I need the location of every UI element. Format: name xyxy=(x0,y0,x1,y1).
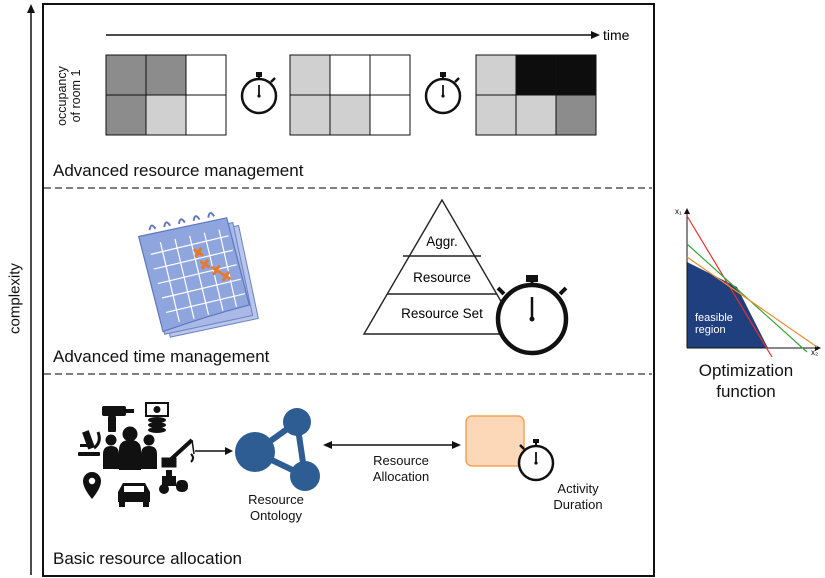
occupancy-cell xyxy=(185,94,227,136)
resource-icons-cluster xyxy=(78,402,195,507)
occupancy-cell xyxy=(185,54,227,96)
stopwatch-icon xyxy=(424,72,462,115)
road-roller-icon xyxy=(159,470,188,494)
location-pin-icon xyxy=(83,472,101,499)
money-icon xyxy=(145,402,169,433)
section-title-basic-allocation: Basic resource allocation xyxy=(53,549,242,568)
allocation-label-line2: Allocation xyxy=(372,469,430,484)
activity-box xyxy=(465,415,525,467)
occupancy-cell xyxy=(145,54,187,96)
optimization-title-line2: function xyxy=(716,382,776,401)
feasible-region-label-line1: feasible xyxy=(695,312,733,324)
section-separators xyxy=(44,187,652,375)
x1-label: x₁ xyxy=(675,207,682,216)
x1-axis-arrowhead xyxy=(684,208,690,214)
complexity-axis-arrowhead xyxy=(27,4,35,13)
occupancy-grid-3 xyxy=(475,54,597,136)
occupancy-cell xyxy=(515,94,557,136)
optimization-title-line1: Optimization xyxy=(698,361,794,380)
stopwatch-icon xyxy=(495,275,569,356)
pyramid-level-resource-set: Resource Set xyxy=(401,306,483,321)
occupancy-cell xyxy=(555,94,597,136)
occupancy-cell xyxy=(105,94,147,136)
microscope-icon xyxy=(78,430,101,456)
occupancy-cell xyxy=(515,54,557,96)
arrowhead xyxy=(323,441,332,449)
resource-management-graphic: time xyxy=(105,27,630,136)
activity-label: Activity Duration xyxy=(530,481,626,513)
activity-label-line2: Duration xyxy=(553,497,603,512)
allocation-flow xyxy=(195,408,555,491)
feasible-region xyxy=(687,262,768,348)
crane-icon xyxy=(161,438,195,468)
section-title-time-management: Advanced time management xyxy=(53,347,270,366)
ontology-label-line2: Ontology xyxy=(249,508,303,523)
occupancy-cell xyxy=(369,94,411,136)
ontology-label: Resource Ontology xyxy=(228,492,324,524)
time-label: time xyxy=(603,27,630,43)
occupancy-cell xyxy=(145,94,187,136)
occupancy-label-line1: occupancy xyxy=(55,66,69,126)
pyramid-outline xyxy=(362,198,522,335)
ontology-node xyxy=(235,432,275,472)
optimization-plot: x₁ x₂ feasible region xyxy=(675,207,821,358)
drill-icon xyxy=(102,406,134,432)
ontology-node xyxy=(283,408,311,436)
complexity-label: complexity xyxy=(6,263,24,334)
stopwatch-icon xyxy=(517,439,555,482)
occupancy-cell xyxy=(289,94,331,136)
allocation-label: Resource Allocation xyxy=(353,453,449,485)
time-axis-arrowhead xyxy=(591,31,600,39)
occupancy-cell xyxy=(105,54,147,96)
arrowhead xyxy=(225,447,233,455)
occupancy-cell xyxy=(329,94,371,136)
x2-label: x₂ xyxy=(811,348,818,357)
occupancy-grid-1 xyxy=(105,54,227,136)
activity-label-line1: Activity xyxy=(557,481,599,496)
occupancy-cell xyxy=(555,54,597,96)
objective-line-orange xyxy=(686,256,818,348)
allocation-label-line1: Resource xyxy=(373,453,429,468)
pyramid-level-resource: Resource xyxy=(413,270,471,285)
occupancy-label-line2: of room 1 xyxy=(69,69,83,123)
car-icon xyxy=(118,483,150,507)
occupancy-cell xyxy=(475,94,517,136)
occupancy-cell xyxy=(329,54,371,96)
arrowhead xyxy=(452,441,461,449)
occupancy-label-wrapper: occupancy of room 1 xyxy=(55,57,83,137)
aggregation-pyramid: Aggr. Resource Resource Set xyxy=(362,198,569,356)
ontology-node xyxy=(290,461,320,491)
main-frame xyxy=(42,3,655,577)
occupancy-cell xyxy=(475,54,517,96)
occupancy-grid-2 xyxy=(289,54,411,136)
ontology-label-line1: Resource xyxy=(248,492,304,507)
optimization-title: Optimization function xyxy=(668,360,824,402)
occupancy-cell xyxy=(369,54,411,96)
pyramid-level-aggr: Aggr. xyxy=(426,234,458,249)
occupancy-cell xyxy=(289,54,331,96)
people-group-icon xyxy=(103,426,157,470)
section-title-resource-management: Advanced resource management xyxy=(53,161,304,180)
complexity-axis xyxy=(27,4,35,575)
calendar-icon xyxy=(137,212,259,338)
stopwatch-icon xyxy=(240,72,278,115)
feasible-region-label-line2: region xyxy=(695,324,726,336)
